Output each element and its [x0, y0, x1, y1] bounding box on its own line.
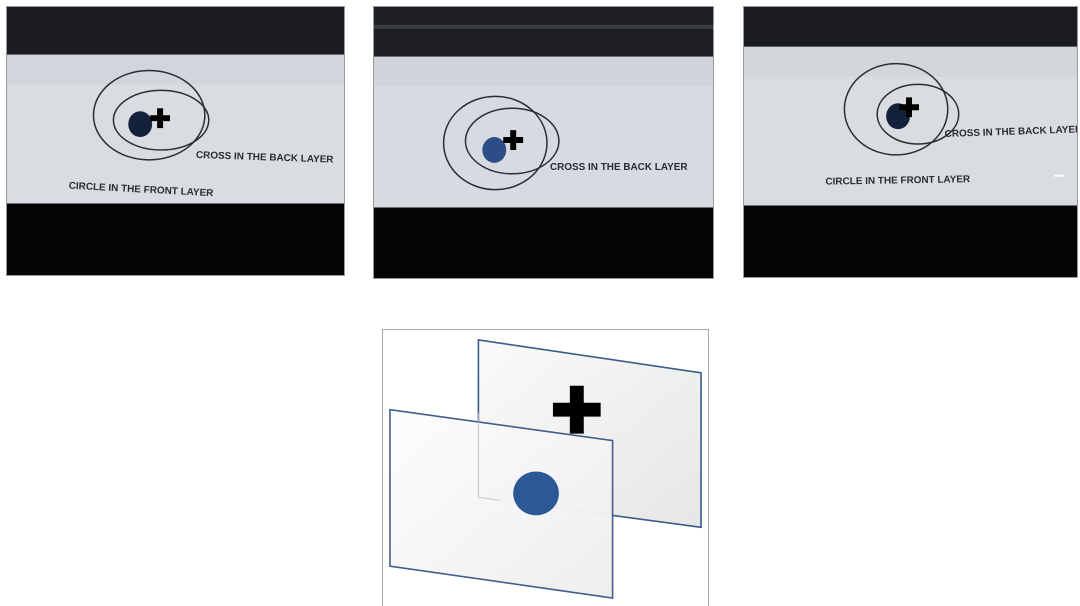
front-plane [390, 410, 613, 598]
cross-label: CROSS IN THE BACK LAYER [550, 162, 688, 173]
photo-right: CROSS IN THE BACK LAYER CIRCLE IN THE FR… [743, 6, 1078, 278]
photo-left: CROSS IN THE BACK LAYER CIRCLE IN THE FR… [6, 6, 345, 276]
layer-diagram [382, 329, 709, 606]
photo-center: CROSS IN THE BACK LAYER [373, 6, 714, 279]
dot [482, 137, 506, 163]
circle-shape [513, 471, 559, 515]
dot [128, 111, 152, 137]
